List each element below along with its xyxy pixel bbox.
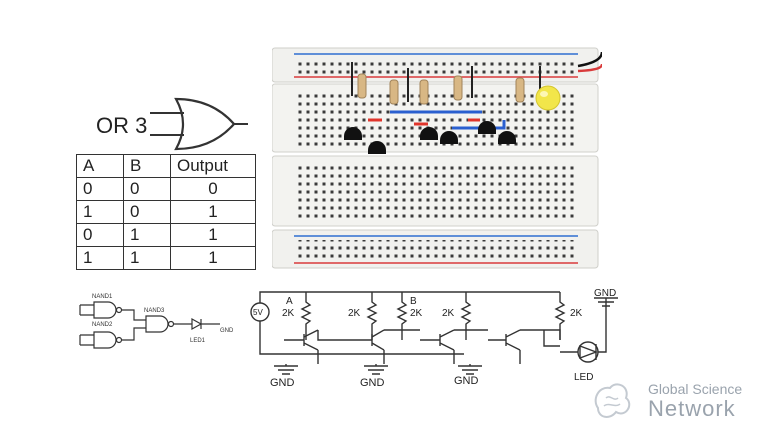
cell: 0 [170, 177, 256, 201]
resistor-label: 2K [570, 308, 583, 319]
nand1-gate [93, 301, 117, 319]
or-gate-symbol [150, 97, 248, 151]
led1-label: LED1 [190, 338, 206, 344]
brand-name-line2: Network [648, 396, 736, 421]
transistor-component [478, 121, 496, 134]
header-b: B [123, 154, 171, 178]
table-row: 0 1 1 [76, 223, 256, 247]
resistor-b [396, 292, 408, 340]
nand2-label: NAND2 [92, 322, 113, 328]
cell: 0 [76, 177, 124, 201]
transistor-schematic: 5V A 2K 2K B 2K 2K 2K GND GND GND LED GN… [250, 288, 618, 386]
transistor-q3 [384, 329, 455, 364]
led1-symbol [174, 317, 220, 331]
breadboard [272, 47, 602, 269]
resistor-label: 2K [442, 308, 455, 319]
resistor-component [389, 68, 409, 105]
resistor-label: 2K [410, 308, 423, 319]
cell: 1 [170, 200, 256, 224]
cell: 1 [170, 223, 256, 247]
transistor-q4 [454, 329, 521, 364]
brand-logo-icon [594, 383, 631, 418]
ground-symbol [458, 365, 482, 375]
cell: 1 [123, 246, 171, 270]
cell: 1 [170, 246, 256, 270]
resistor-component [419, 79, 429, 105]
gnd-label: GND [270, 377, 295, 386]
transistor-component [344, 127, 362, 140]
cell: 1 [76, 246, 124, 270]
cell: 0 [76, 223, 124, 247]
table-row: 0 0 0 [76, 177, 256, 201]
gnd-label: GND [454, 375, 479, 386]
table-row: 1 0 1 [76, 200, 256, 224]
resistor-label: 2K [282, 308, 295, 319]
gnd-label: GND [594, 288, 616, 299]
resistor-component [351, 62, 367, 99]
table-header-row: A B Output [76, 154, 256, 178]
nand3-label: NAND3 [144, 308, 165, 314]
header-a: A [76, 154, 124, 178]
yellow-led [535, 85, 561, 111]
cell: 1 [76, 200, 124, 224]
truth-table: A B Output 0 0 0 1 0 1 0 1 1 1 1 1 [76, 154, 256, 270]
transistor-q1 [284, 329, 354, 364]
power-lead [577, 63, 602, 73]
resistor [460, 292, 472, 340]
table-row: 1 1 1 [76, 246, 256, 270]
cell: 0 [123, 177, 171, 201]
resistor [554, 292, 566, 340]
source-voltage-label: 5V [253, 308, 263, 317]
transistor-component [440, 131, 458, 144]
cell: 0 [123, 200, 171, 224]
transistor-q2 [354, 329, 385, 364]
ground-lead [577, 51, 602, 68]
transistor-component [368, 141, 386, 154]
resistor-component [453, 66, 473, 101]
nand2-gate [93, 331, 117, 349]
brand-name-line1: Global Science [648, 381, 743, 397]
resistor-label: 2K [348, 308, 361, 319]
cell: 1 [123, 223, 171, 247]
ground-symbol [364, 365, 388, 375]
resistor [366, 292, 378, 340]
header-output: Output [170, 154, 256, 178]
input-b-label: B [410, 296, 417, 307]
ground-symbol [594, 297, 618, 307]
nand1-label: NAND1 [92, 294, 113, 300]
transistor-component [498, 131, 516, 144]
resistor-a [300, 292, 312, 340]
gnd-label: GND [220, 328, 234, 334]
nand-logic-diagram: NAND1 NAND2 NAND3 LED1 GND [79, 294, 234, 349]
jumper-wire [452, 120, 506, 130]
gnd-label: GND [360, 377, 385, 386]
led-label: LED [574, 372, 593, 383]
nand3-gate [145, 315, 169, 333]
input-a-label: A [286, 296, 293, 307]
ground-symbol [274, 365, 298, 375]
gate-title: OR 3 [96, 113, 148, 138]
transistor-component [420, 127, 438, 140]
